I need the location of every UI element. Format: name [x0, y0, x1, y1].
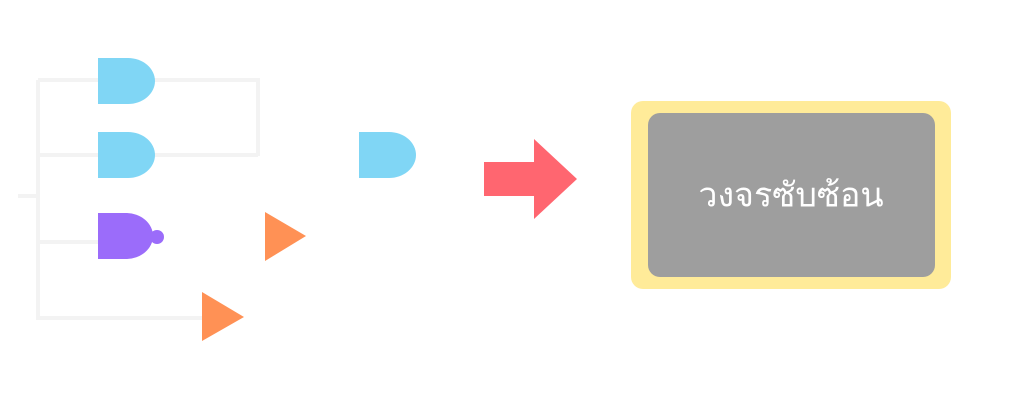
nand-gate: [98, 213, 164, 259]
box-inner: [648, 113, 935, 277]
and-gate-3: [359, 132, 416, 178]
complex-circuit-box: วงจรซับซ้อน: [631, 101, 951, 289]
buffer-gate-1: [265, 212, 306, 261]
nand-gate-body: [98, 213, 153, 259]
nand-gate-bubble: [150, 230, 164, 244]
box-label: วงจรซับซ้อน: [698, 176, 883, 216]
circuit-wires: [18, 78, 260, 320]
right-arrow-icon: [484, 139, 577, 219]
and-gate-2: [98, 132, 155, 178]
wire-frame-left: [36, 80, 205, 320]
and-gate-1: [98, 58, 155, 104]
buffer-gate-2: [202, 292, 244, 341]
